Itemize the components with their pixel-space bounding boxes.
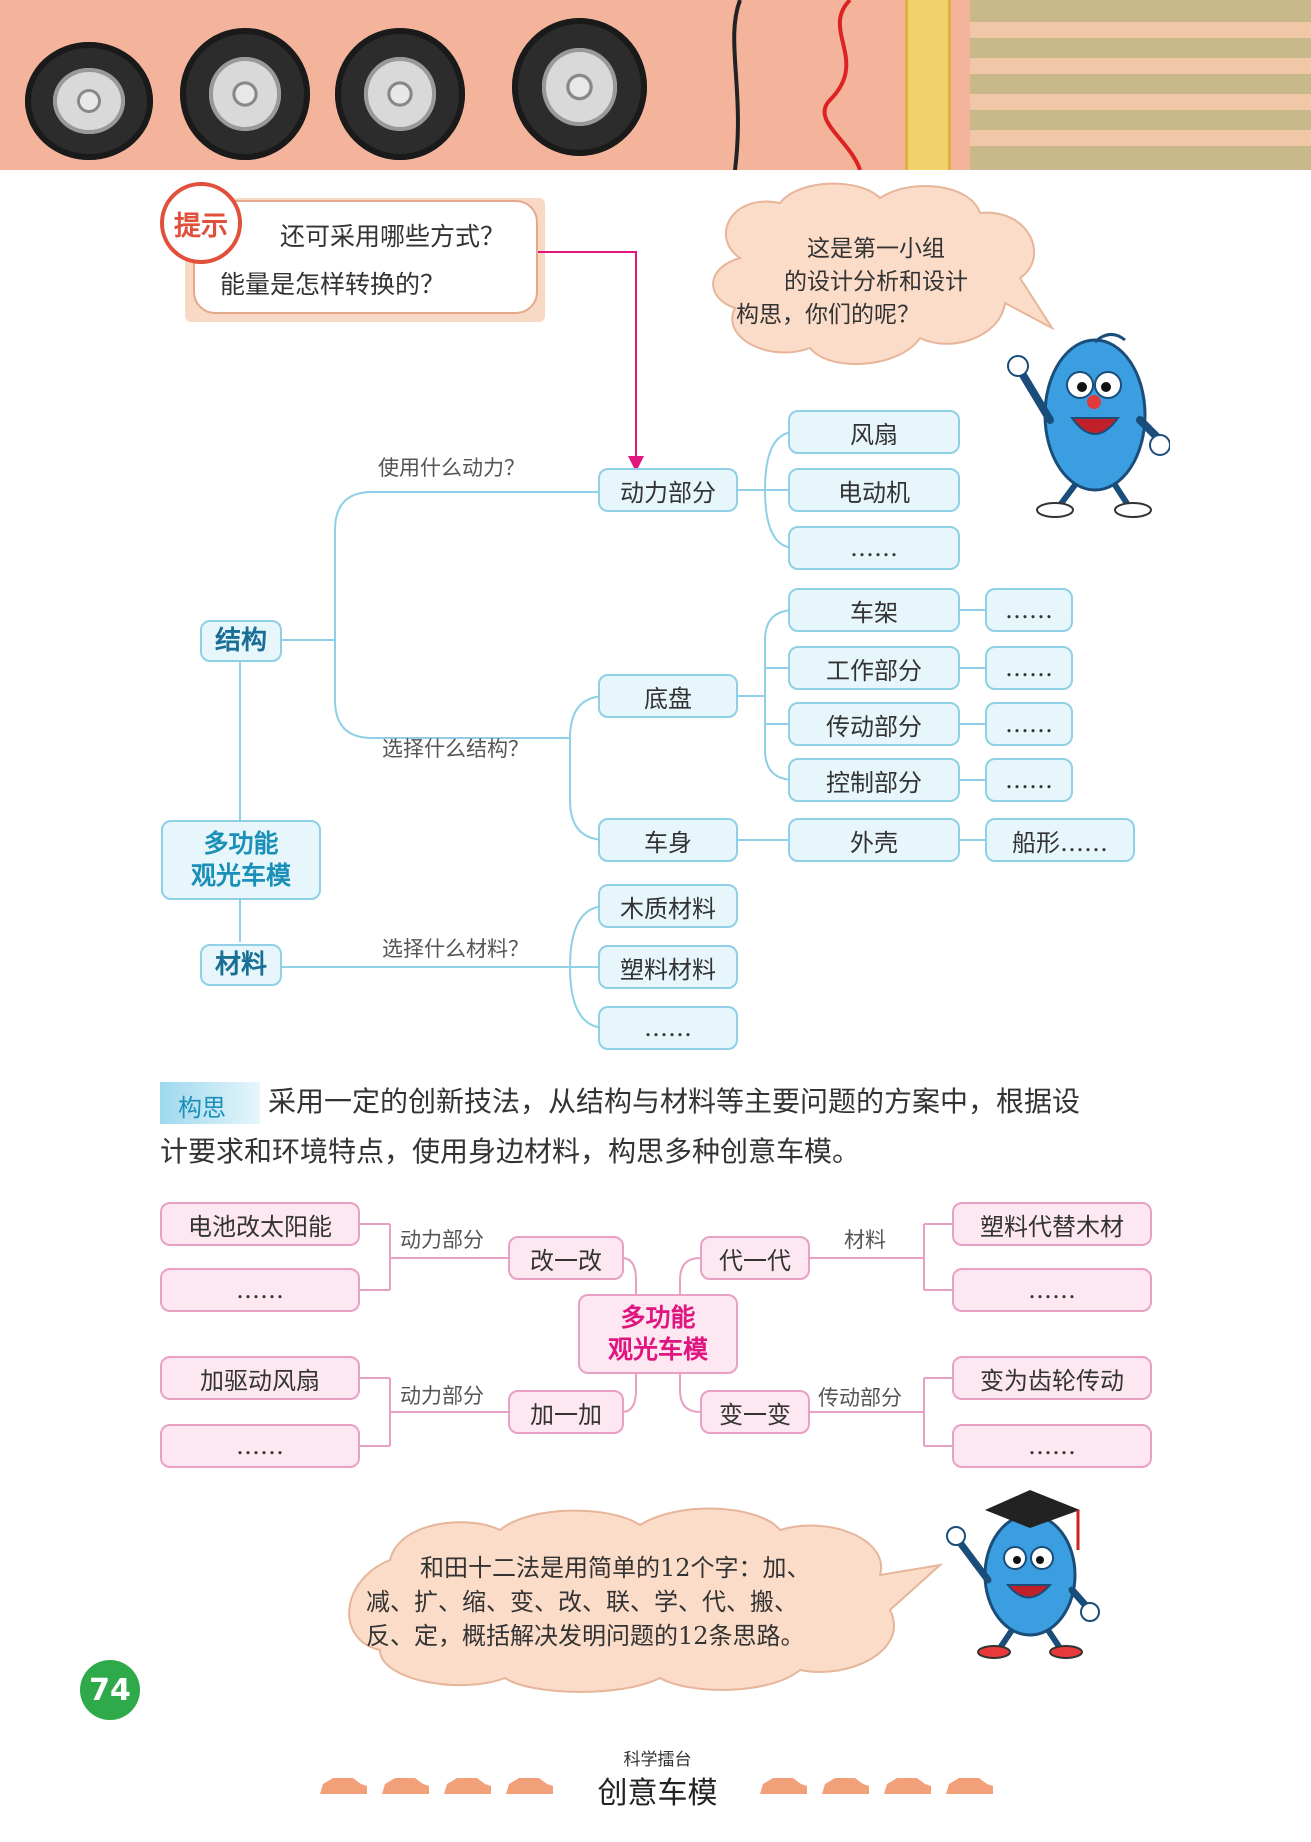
node-chassis: 底盘	[598, 674, 738, 718]
mascot-graduate-image	[946, 1490, 1100, 1659]
wheel-image	[512, 18, 647, 156]
page-number-badge: 74	[80, 1660, 140, 1720]
thought-bubble-1	[712, 182, 1055, 365]
footer-title: 创意车模	[597, 1776, 718, 1811]
edge-label-add: 动力部分	[400, 1384, 484, 1408]
edge-label-material: 选择什么材料？	[382, 937, 529, 961]
hint-line-2: 能量是怎样转换的？	[220, 270, 446, 299]
node-power-item: ……	[788, 526, 960, 570]
node-root-1: 多功能 观光车模	[161, 820, 321, 900]
node-root-2-line-2: 观光车模	[607, 1335, 708, 1364]
node-change: 改一改	[508, 1236, 624, 1280]
node-root-2-line-1: 多功能	[620, 1303, 696, 1332]
concept-tag-label: 构思	[178, 1094, 226, 1122]
edge-label-structure: 选择什么结构？	[382, 737, 529, 761]
edge-label-power: 使用什么动力？	[378, 456, 525, 480]
node-chassis-more: ……	[985, 702, 1073, 746]
node-add-item: 加驱动风扇	[160, 1356, 360, 1400]
edge-label-change: 动力部分	[400, 1228, 484, 1252]
edge-label-replace: 材料	[844, 1228, 886, 1252]
concept-tag: 构思	[160, 1082, 260, 1124]
concept-line-2: 计要求和环境特点，使用身边材料，构思多种创意车模。	[160, 1135, 861, 1168]
hint-box: 还可采用哪些方式？ 能量是怎样转换的？	[193, 200, 538, 314]
node-structure: 结构	[200, 620, 282, 662]
wires-image	[732, 0, 862, 170]
node-shell-more: 船形……	[985, 818, 1135, 862]
node-replace-item: 塑料代替木材	[952, 1202, 1152, 1246]
header-banner	[0, 0, 1311, 170]
node-chassis-more: ……	[985, 646, 1073, 690]
hint-badge: 提示	[160, 182, 242, 264]
node-chassis-item: 工作部分	[788, 646, 960, 690]
node-chassis-item: 传动部分	[788, 702, 960, 746]
node-root-1-line-2: 观光车模	[190, 861, 291, 890]
wheel-image	[180, 28, 310, 160]
node-body: 车身	[598, 818, 738, 862]
node-root-1-line-1: 多功能	[203, 829, 279, 858]
mascot-character-image	[1007, 333, 1170, 518]
node-transform: 变一变	[700, 1390, 810, 1434]
node-change-item: 电池改太阳能	[160, 1202, 360, 1246]
node-change-item: ……	[160, 1268, 360, 1312]
footer-series: 科学擂台	[623, 1750, 692, 1770]
node-replace-item: ……	[952, 1268, 1152, 1312]
thought-bubble-1-line-3: 构思，你们的呢？	[736, 302, 920, 328]
node-material-item: 塑料材料	[598, 945, 738, 989]
node-material: 材料	[200, 944, 282, 986]
page-number: 74	[89, 1672, 131, 1708]
node-material-item: 木质材料	[598, 884, 738, 928]
thought-bubble-2	[348, 1507, 944, 1693]
thought-bubble-2-line-1: 和田十二法是用简单的12个字：加、	[420, 1554, 811, 1582]
node-chassis-item: 控制部分	[788, 758, 960, 802]
footer-cars-left-icon	[320, 1778, 553, 1794]
wheel-image	[335, 28, 465, 160]
perforated-board-image	[970, 0, 1311, 170]
node-transform-item: 变为齿轮传动	[952, 1356, 1152, 1400]
node-chassis-more: ……	[985, 758, 1073, 802]
wheel-image	[25, 42, 153, 160]
node-chassis-more: ……	[985, 588, 1073, 632]
node-power-part: 动力部分	[598, 468, 738, 512]
footer-cars-right-icon	[760, 1778, 993, 1794]
node-chassis-item: 车架	[788, 588, 960, 632]
thought-bubble-2-line-2: 减、扩、缩、变、改、联、学、代、搬、	[366, 1588, 798, 1616]
node-material-item: ……	[598, 1006, 738, 1050]
node-shell: 外壳	[788, 818, 960, 862]
edge-label-transform: 传动部分	[818, 1386, 902, 1410]
node-transform-item: ……	[952, 1424, 1152, 1468]
hint-badge-label: 提示	[174, 210, 228, 242]
ruler-image	[905, 0, 951, 170]
node-replace: 代一代	[700, 1236, 810, 1280]
node-power-item: 电动机	[788, 468, 960, 512]
node-power-item: 风扇	[788, 410, 960, 454]
hint-line-1: 还可采用哪些方式？	[280, 222, 506, 251]
thought-bubble-1-line-1: 这是第一小组	[807, 236, 945, 262]
thought-bubble-2-line-3: 反、定，概括解决发明问题的12条思路。	[366, 1622, 805, 1650]
concept-line-1: 采用一定的创新技法，从结构与材料等主要问题的方案中，根据设	[268, 1085, 1081, 1118]
node-root-2: 多功能 观光车模	[578, 1294, 738, 1374]
thought-bubble-1-line-2: 的设计分析和设计	[784, 269, 968, 295]
node-add-item: ……	[160, 1424, 360, 1468]
node-add: 加一加	[508, 1390, 624, 1434]
